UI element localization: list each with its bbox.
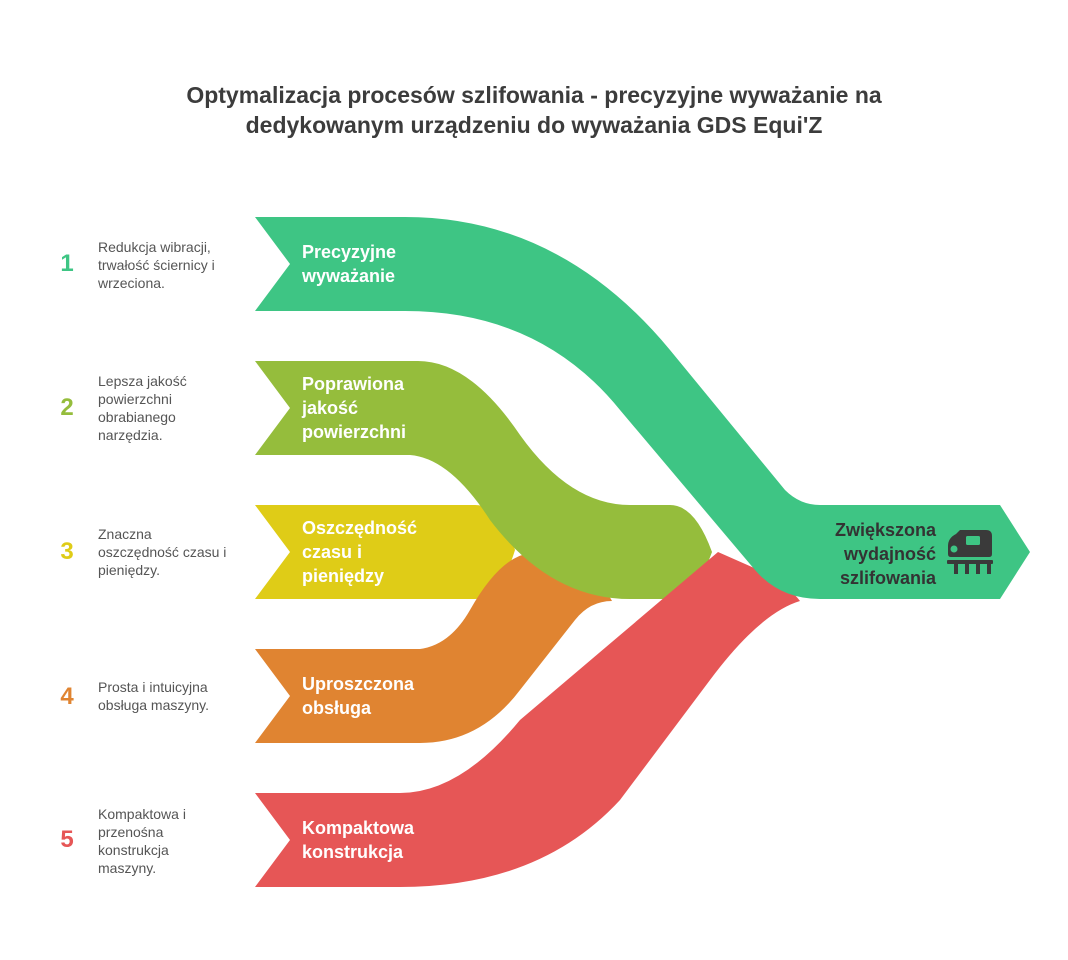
band-kompaktowa: [255, 552, 800, 887]
band-poprawiona: [255, 361, 712, 599]
item-description-5: Kompaktowa i przenośna konstrukcja maszy…: [98, 806, 186, 876]
item-description-4: Prosta i intuicyjna obsługa maszyny.: [98, 679, 210, 713]
diagram-title: Optymalizacja procesów szlifowania - pre…: [100, 80, 968, 140]
target-label: Zwiększona wydajność szlifowania: [834, 520, 936, 588]
item-label-5: Kompaktowa konstrukcja: [302, 818, 415, 862]
title-line-2: dedykowanym urządzeniu do wyważania GDS …: [245, 112, 823, 138]
band-precyzyjne: [255, 217, 1030, 599]
item-description-3: Znaczna oszczędność czasu i pieniędzy.: [98, 526, 227, 578]
grinding-machine-icon: [947, 530, 993, 574]
title-line-1: Optymalizacja procesów szlifowania - pre…: [186, 82, 882, 108]
item-number-5: 5: [60, 826, 74, 853]
item-label-2: Poprawiona jakość powierzchni: [302, 374, 407, 442]
item-number-3: 3: [60, 538, 74, 565]
item-description-2: Lepsza jakość powierzchni obrabianego na…: [98, 373, 187, 443]
item-number-2: 2: [60, 394, 74, 421]
item-number-1: 1: [60, 250, 74, 277]
item-description-1: Redukcja wibracji, trwałość ściernicy i …: [98, 239, 215, 291]
band-uproszczona: [255, 553, 612, 743]
item-label-3: Oszczędność czasu i pieniędzy: [302, 518, 418, 586]
item-number-4: 4: [60, 683, 74, 710]
band-oszczednosc: [255, 505, 515, 599]
item-label-4: Uproszczona obsługa: [302, 674, 415, 718]
item-label-1: Precyzyjne wyważanie: [302, 242, 397, 286]
